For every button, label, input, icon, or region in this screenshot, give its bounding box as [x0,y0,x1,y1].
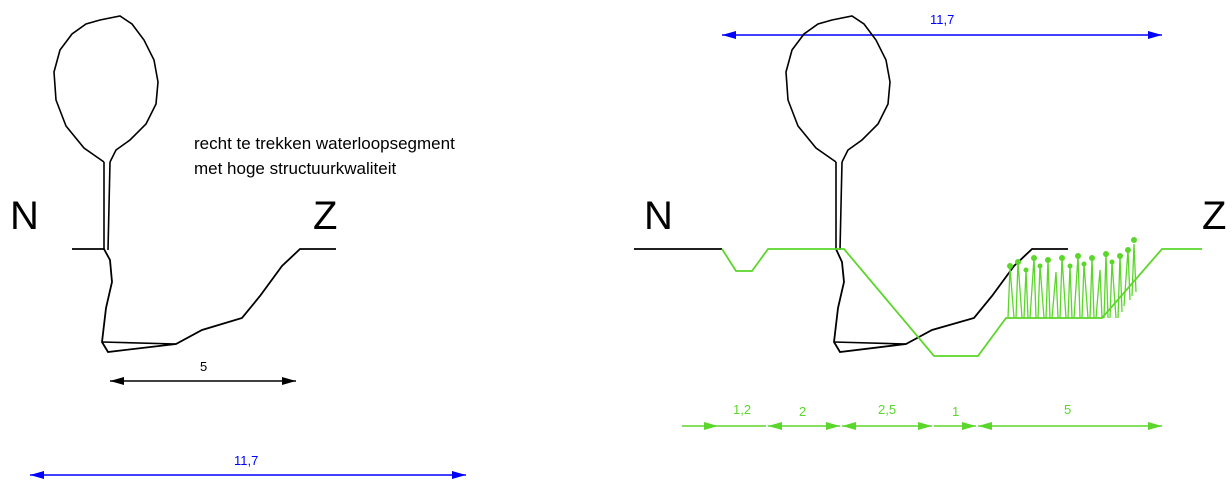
tree-trunk-left [103,161,111,251]
north-label-right: N [644,194,673,238]
north-label-left: N [10,194,39,238]
right-cross-section: 11,7 N [634,12,1226,430]
existing-profile-right [634,248,1068,353]
segment-label-2: 2 [799,404,806,419]
tree-crown-right [785,15,891,163]
water-line-right [833,341,907,345]
segment-label-5: 5 [1064,402,1071,417]
segment-label-3: 2,5 [878,402,896,417]
total-width-label-left: 11,7 [234,453,258,468]
existing-profile-left [72,248,336,353]
annotation-line-2: met hoge structuurkwaliteit [194,159,396,178]
segment-label-4: 1 [952,404,959,419]
south-label-left: Z [313,194,337,238]
reed-vegetation [1007,243,1137,319]
water-line-left [101,341,177,345]
annotation-line-1: recht te trekken waterloopsegment [194,134,455,153]
segment-label-1: 1,2 [733,402,751,417]
tree-trunk-right [835,161,843,251]
left-cross-section: N Z recht te trekken waterloopsegment me… [10,15,466,479]
reed-seedheads [1007,237,1137,273]
new-profile-right [721,248,1202,357]
segment-dimensions: 1,2 2 2,5 1 5 [682,402,1162,430]
south-label-right: Z [1202,194,1226,238]
total-width-label-right: 11,7 [930,12,954,27]
bed-width-label: 5 [200,359,207,374]
tree-crown-left [53,15,159,163]
